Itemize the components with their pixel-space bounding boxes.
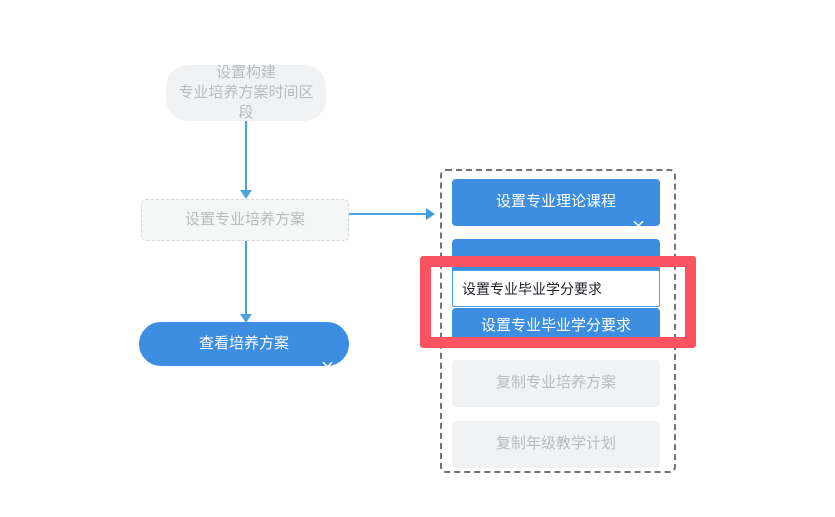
button-setup-graduation-credits[interactable]: 设置专业毕业学分要求 (452, 308, 660, 351)
node-setup-period-label: 设置构建 专业培养方案时间区段 (178, 63, 314, 122)
arrow-down-icon-period-to-plan (240, 190, 252, 199)
button-copy-major-plan[interactable]: 复制专业培养方案 (452, 360, 660, 407)
node-setup-major-plan[interactable]: 设置专业培养方案 (141, 199, 349, 241)
button-setup-theory-course[interactable]: 设置专业理论课程 (452, 179, 660, 227)
connector-plan-to-group (349, 213, 427, 215)
node-view-plan-label: 查看培养方案 (198, 334, 289, 352)
tooltip-graduation-credits: 设置专业毕业学分要求 (452, 270, 660, 307)
node-view-plan[interactable]: 查看培养方案 (139, 322, 349, 368)
node-setup-period[interactable]: 设置构建 专业培养方案时间区段 (166, 63, 326, 122)
chevron-down-icon[interactable] (633, 322, 644, 351)
arrow-right-icon-plan-to-group (426, 208, 435, 220)
button-copy-grade-teaching-plan-label: 复制年级教学计划 (495, 435, 616, 453)
action-group-panel (440, 169, 676, 473)
button-setup-graduation-credits-label: 设置专业毕业学分要求 (480, 317, 631, 335)
button-copy-major-plan-label: 复制专业培养方案 (495, 374, 616, 392)
chevron-down-icon[interactable] (322, 339, 333, 368)
arrow-down-icon-plan-to-view (240, 314, 252, 323)
node-setup-major-plan-label: 设置专业培养方案 (184, 210, 305, 228)
button-setup-theory-course-label: 设置专业理论课程 (495, 193, 616, 211)
chevron-down-icon[interactable] (633, 198, 644, 227)
button-copy-grade-teaching-plan[interactable]: 复制年级教学计划 (452, 421, 660, 468)
tooltip-graduation-credits-text: 设置专业毕业学分要求 (462, 280, 602, 297)
connector-plan-to-view (245, 241, 247, 317)
connector-period-to-plan (245, 121, 247, 193)
